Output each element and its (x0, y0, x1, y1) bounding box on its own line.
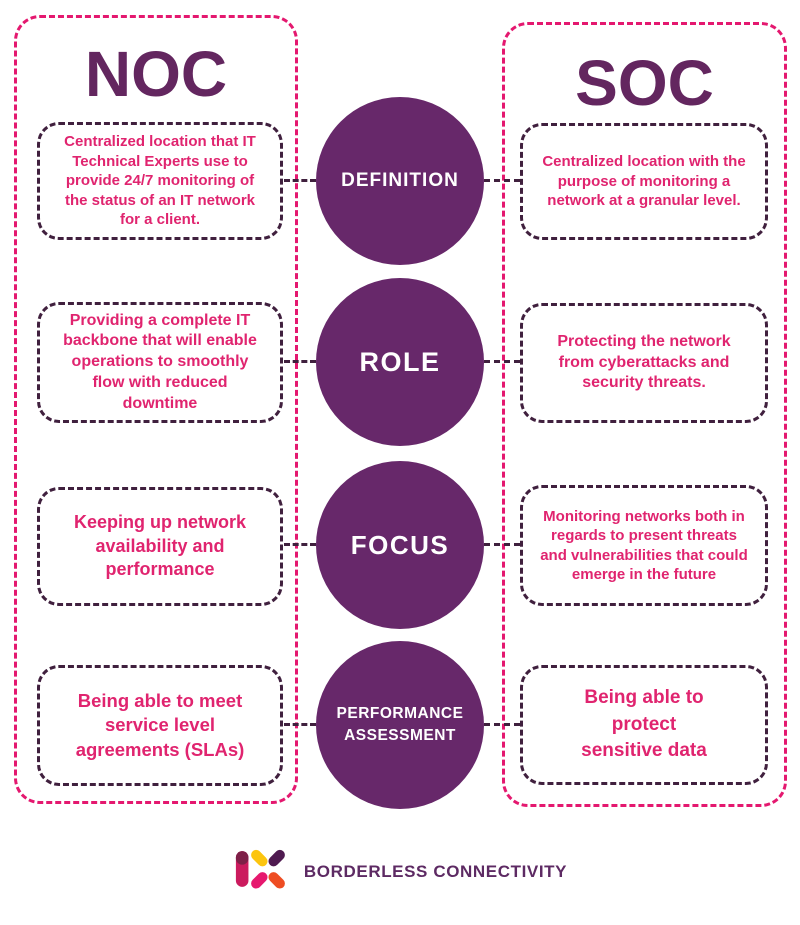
noc-column-frame: NOC (14, 15, 298, 804)
soc-definition-text: Centralized location with the purpose of… (542, 153, 746, 210)
noc-focus-text: Keeping up network availability and perf… (73, 512, 246, 580)
focus-right-connector (484, 543, 520, 546)
soc-performance-box: Being able to protect sensitive data (520, 665, 768, 785)
soc-performance-text: Being able to protect sensitive data (581, 687, 707, 762)
noc-definition-box: Centralized location that IT Technical E… (37, 122, 283, 240)
noc-focus-box: Keeping up network availability and perf… (37, 487, 283, 606)
definition-right-connector (484, 179, 520, 182)
noc-title: NOC (84, 38, 228, 110)
focus-label: FOCUS (350, 529, 450, 560)
brand-text: BORDERLESS CONNECTIVITY (303, 861, 568, 881)
noc-role-text: Providing a complete IT backbone that wi… (63, 311, 257, 412)
soc-column-frame: SOC (502, 22, 787, 807)
noc-performance-text: Being able to meet service level agreeme… (75, 690, 245, 760)
footer-brand: BORDERLESS CONNECTIVITY (0, 846, 800, 897)
soc-definition-box: Centralized location with the purpose of… (520, 123, 768, 240)
focus-left-connector (284, 543, 316, 546)
noc-performance-box: Being able to meet service level agreeme… (37, 665, 283, 786)
performance-circle: PERFORMANCE ASSESSMENT (316, 641, 484, 809)
noc-role-box: Providing a complete IT backbone that wi… (37, 302, 283, 423)
soc-role-box: Protecting the network from cyberattacks… (520, 303, 768, 423)
soc-focus-text: Monitoring networks both in regards to p… (540, 507, 748, 584)
ix-logo-icon (233, 846, 289, 897)
focus-circle: FOCUS (316, 461, 484, 629)
performance-label: PERFORMANCE ASSESSMENT (336, 704, 464, 744)
soc-title: SOC (575, 47, 714, 119)
role-left-connector (284, 360, 316, 363)
soc-focus-box: Monitoring networks both in regards to p… (520, 485, 768, 606)
definition-label: DEFINITION (341, 170, 459, 191)
role-right-connector (484, 360, 520, 363)
definition-left-connector (284, 179, 316, 182)
soc-role-text: Protecting the network from cyberattacks… (557, 332, 731, 392)
definition-circle: DEFINITION (316, 97, 484, 265)
role-label: ROLE (359, 346, 441, 377)
performance-left-connector (284, 723, 316, 726)
performance-right-connector (484, 723, 520, 726)
role-circle: ROLE (316, 278, 484, 446)
noc-definition-text: Centralized location that IT Technical E… (64, 133, 256, 229)
